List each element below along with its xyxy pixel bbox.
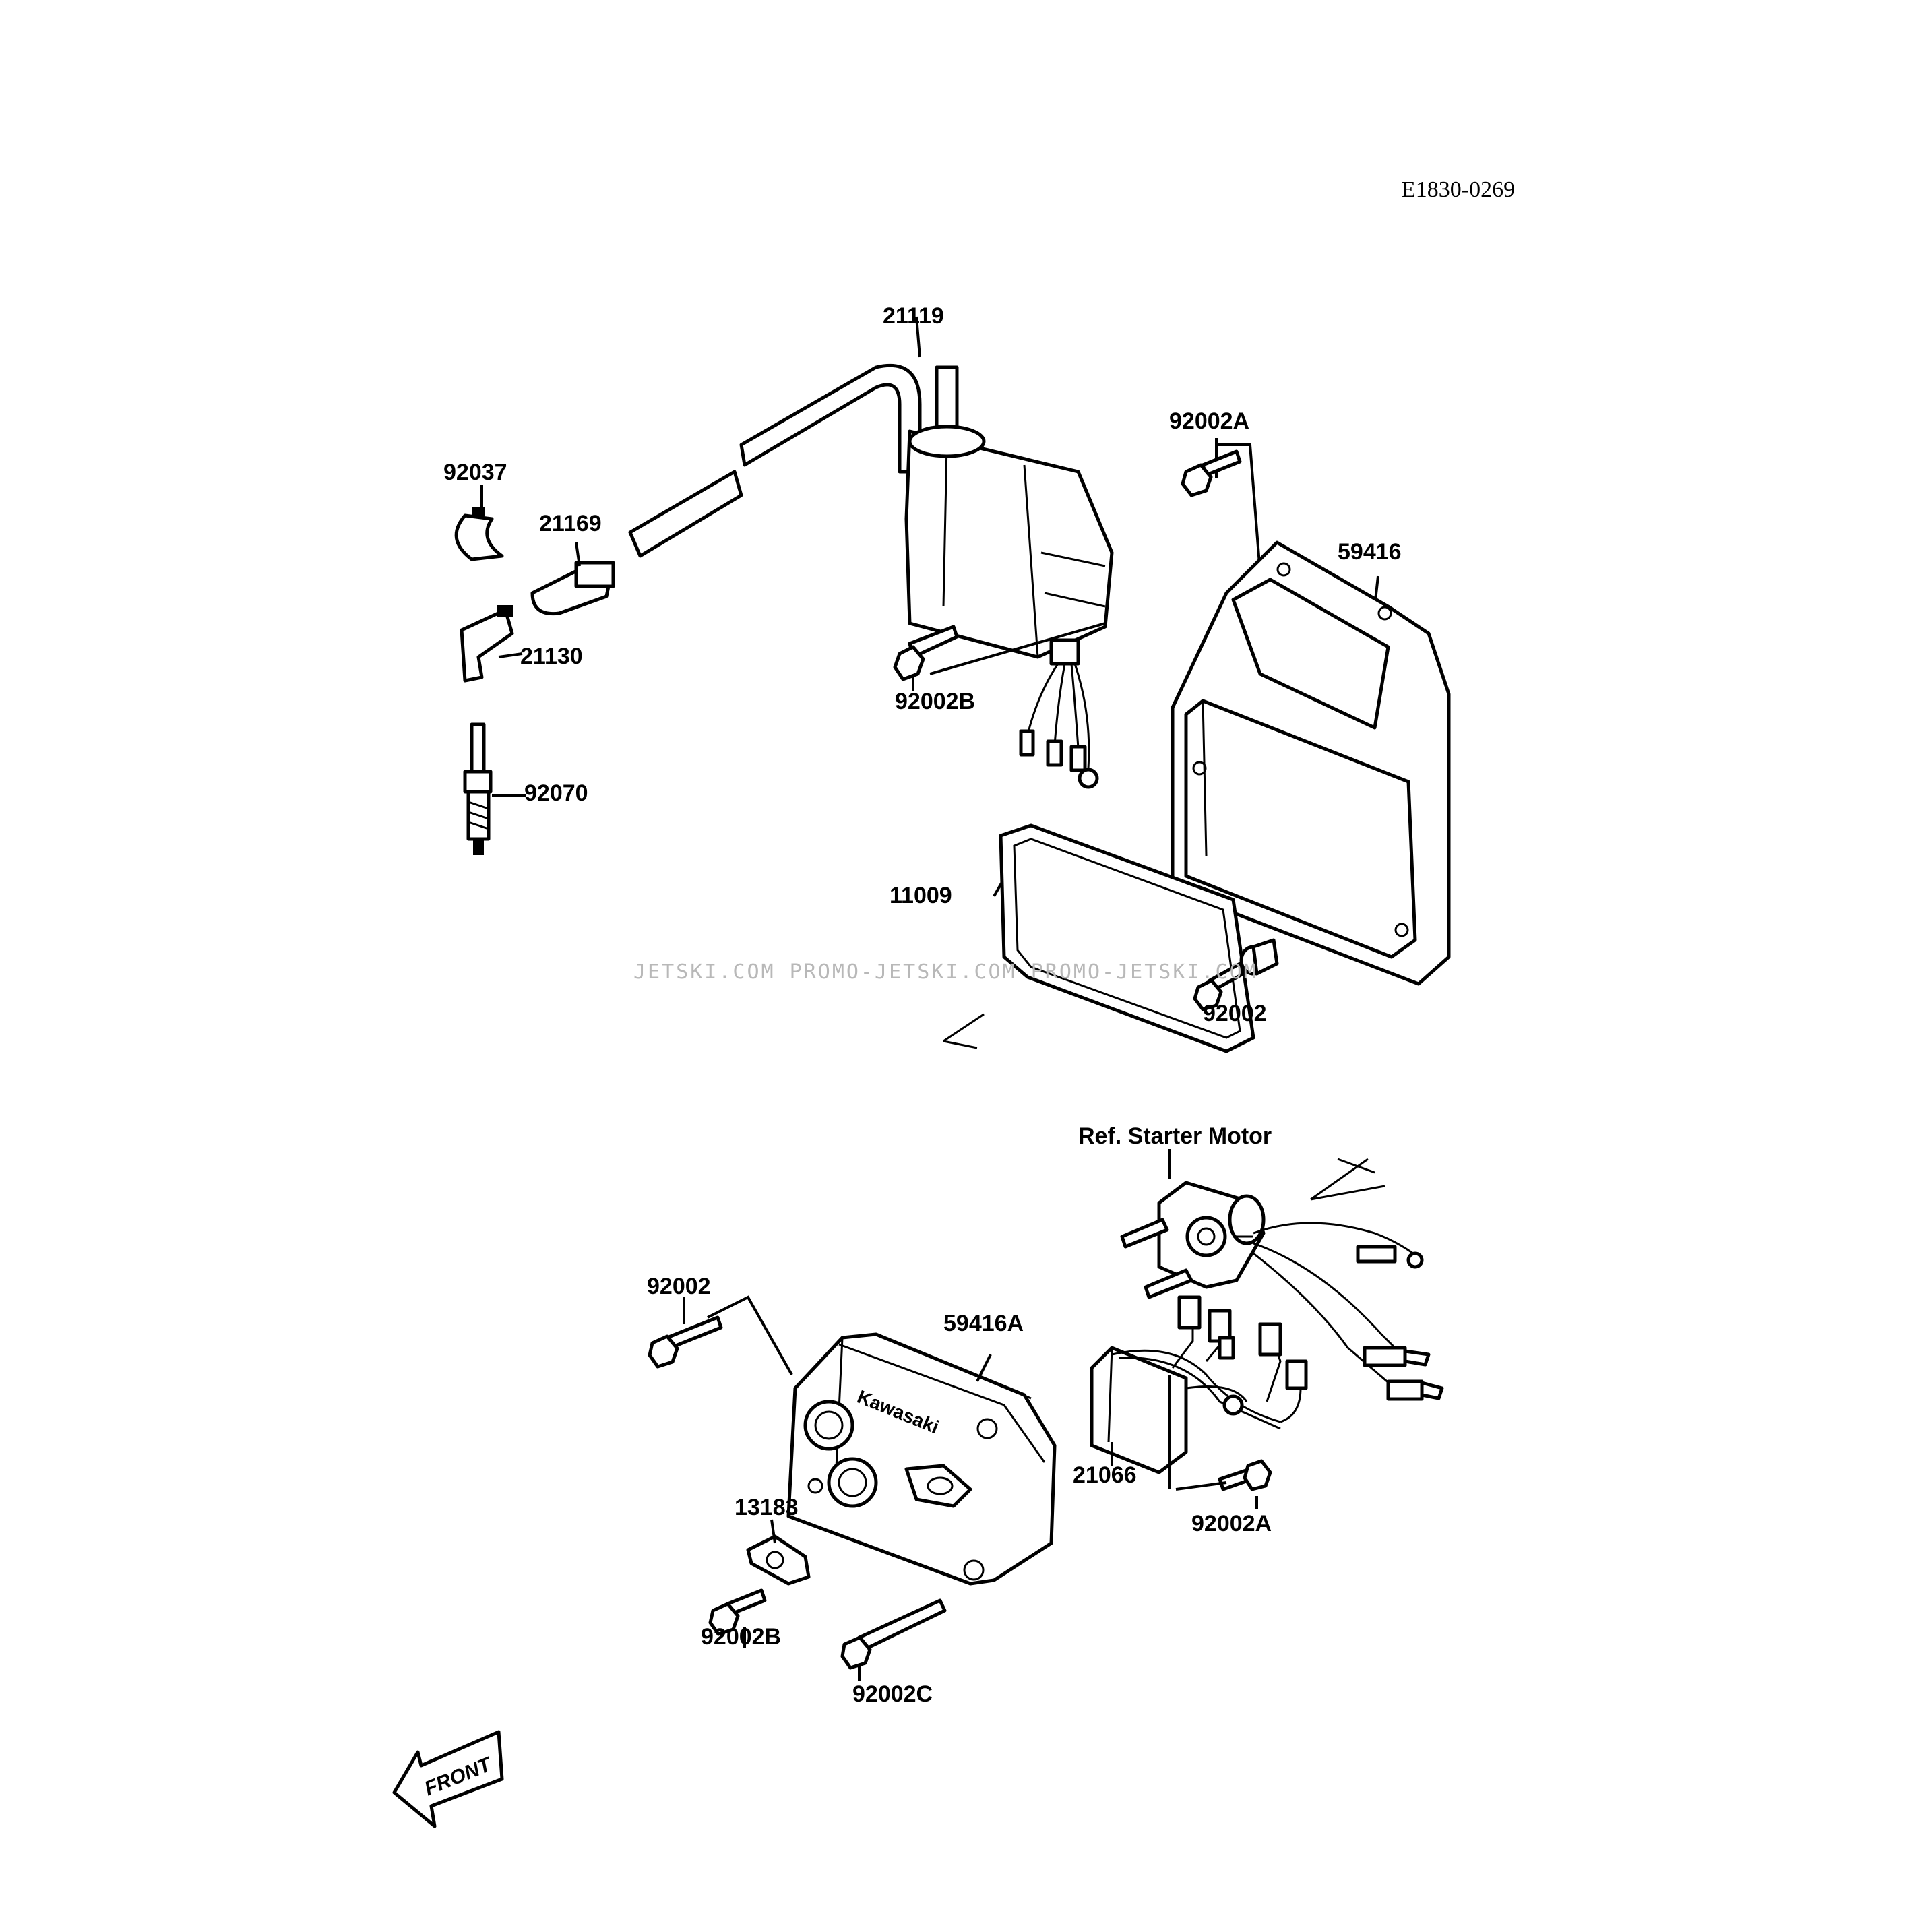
bolt-92002-lower[interactable] <box>648 1315 723 1369</box>
drawing-code: E1830-0269 <box>1402 177 1515 202</box>
part-label-21169: 21169 <box>539 511 602 536</box>
plug-cap-21130[interactable] <box>460 605 514 683</box>
plug-cap-21169[interactable] <box>530 561 615 616</box>
part-label-59416A: 59416A <box>943 1311 1024 1336</box>
cover-box-59416[interactable] <box>1171 540 1451 986</box>
leader-92002-lower-2 <box>707 1295 793 1375</box>
front-arrow-icon: FRONT <box>392 1730 504 1828</box>
part-label-92002-top: 92002 <box>1203 1001 1267 1026</box>
part-label-92002A-lower: 92002A <box>1191 1511 1272 1536</box>
leader-92002A-top-2 <box>1216 443 1261 573</box>
part-label-92002B-lower: 92002B <box>701 1624 781 1650</box>
reference-note: Ref. Starter Motor <box>1078 1123 1272 1149</box>
gasket-13183[interactable] <box>746 1534 811 1586</box>
spark-plug[interactable] <box>463 722 493 855</box>
part-label-59416: 59416 <box>1338 539 1402 565</box>
leader-13183 <box>770 1519 776 1544</box>
part-label-92002B-top: 92002B <box>895 689 975 714</box>
cover-59416A[interactable]: Kawasaki <box>786 1332 1057 1586</box>
regulator-21066[interactable] <box>1090 1295 1308 1474</box>
starter-relay[interactable] <box>1120 1158 1444 1401</box>
bolt-92002-top[interactable] <box>1193 938 1279 1011</box>
bolt-92002A-lower[interactable] <box>1218 1459 1272 1491</box>
part-label-21066: 21066 <box>1073 1462 1137 1488</box>
clip[interactable] <box>454 507 504 561</box>
bolt-92002A-top[interactable] <box>1181 449 1242 497</box>
watermark: JETSKI.COM PROMO-JETSKI.COM PROMO-JETSKI… <box>633 960 1258 984</box>
bolt-92002C[interactable] <box>840 1598 947 1670</box>
leader-21130 <box>498 652 523 658</box>
leader-92002A-lower <box>1168 1375 1227 1491</box>
bolt-92002B-top[interactable] <box>893 625 959 681</box>
bolt-92002B-lower[interactable] <box>708 1588 767 1636</box>
part-label-92002-lower: 92002 <box>647 1274 711 1299</box>
part-label-92070: 92070 <box>524 780 588 806</box>
ignition-coil[interactable] <box>628 363 1114 789</box>
part-label-11009: 11009 <box>890 883 952 908</box>
leader-21169 <box>575 542 581 567</box>
part-label-92037: 92037 <box>443 460 507 485</box>
part-label-92002C: 92002C <box>852 1681 933 1707</box>
part-label-21119: 21119 <box>883 303 944 329</box>
part-label-92002A-top: 92002A <box>1169 408 1249 434</box>
leader-21119 <box>915 316 921 358</box>
gasket-11009[interactable] <box>943 823 1255 1053</box>
part-label-13183: 13183 <box>735 1495 799 1520</box>
leader-59416A <box>976 1354 992 1382</box>
part-label-21130: 21130 <box>520 644 583 669</box>
leader-92002B-top <box>929 622 1106 675</box>
